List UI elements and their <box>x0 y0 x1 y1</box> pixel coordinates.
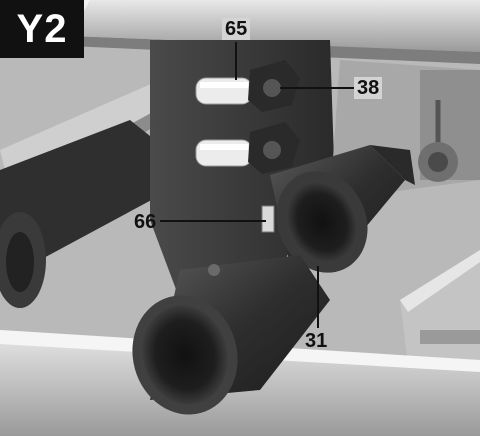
table-top-rail <box>70 0 480 52</box>
lower-clamp <box>195 122 300 174</box>
callout-66: 66 <box>134 211 157 233</box>
callout-38: 38 <box>354 77 383 99</box>
left-dark-arm <box>0 120 180 270</box>
figure-label: Y2 <box>0 0 84 58</box>
callout-65: 65 <box>222 18 251 40</box>
holder-66 <box>261 205 275 233</box>
bevel-gear-hub <box>428 152 448 172</box>
connector-pipe <box>270 145 415 273</box>
right-profile-top <box>400 250 480 312</box>
profile-slot <box>420 330 480 344</box>
extraction-pipe <box>132 255 330 415</box>
left-wheel-hub <box>6 232 34 292</box>
callout-31: 31 <box>305 330 328 352</box>
upper-clamp <box>195 60 300 112</box>
right-profile <box>400 250 480 390</box>
